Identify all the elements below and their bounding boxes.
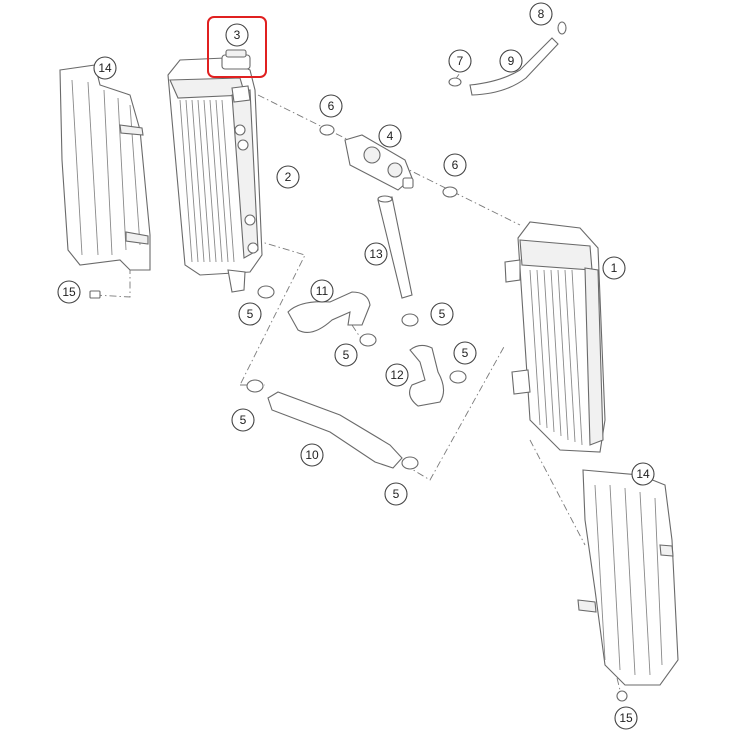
- svg-text:11: 11: [316, 284, 329, 298]
- hose-12: [409, 344, 445, 407]
- svg-text:5: 5: [462, 346, 469, 360]
- screw-15-right: [616, 690, 628, 702]
- svg-text:5: 5: [393, 487, 400, 501]
- clamp-6-left: [319, 124, 335, 136]
- callout-4[interactable]: 4: [378, 124, 402, 148]
- callout-7[interactable]: 7: [448, 49, 472, 73]
- svg-text:15: 15: [619, 711, 633, 725]
- callout-3[interactable]: 3: [225, 23, 249, 47]
- callout-5-b[interactable]: 5: [430, 302, 454, 326]
- svg-text:12: 12: [390, 368, 404, 382]
- callout-10[interactable]: 10: [300, 443, 324, 467]
- callout-8[interactable]: 8: [529, 2, 553, 26]
- svg-text:15: 15: [62, 285, 76, 299]
- svg-text:6: 6: [328, 99, 335, 113]
- callout-6-b[interactable]: 6: [443, 153, 467, 177]
- clamp-6-right: [442, 186, 458, 198]
- callout-5-c[interactable]: 5: [334, 343, 358, 367]
- callout-15-a[interactable]: 15: [57, 280, 81, 304]
- callout-6-a[interactable]: 6: [319, 94, 343, 118]
- tube-13: [377, 195, 413, 299]
- radiator-louver-left: [59, 64, 151, 271]
- callout-12[interactable]: 12: [385, 363, 409, 387]
- hose-10: [267, 391, 403, 469]
- radiator-right: [504, 221, 606, 453]
- hose-9: [469, 37, 559, 96]
- callout-1[interactable]: 1: [602, 256, 626, 280]
- svg-text:14: 14: [98, 61, 112, 75]
- clamps-5: [246, 285, 467, 470]
- highlight-box-part-3: [207, 16, 267, 78]
- radiator-left: [167, 57, 263, 293]
- svg-text:5: 5: [247, 307, 254, 321]
- callout-13[interactable]: 13: [364, 242, 388, 266]
- hose-11: [287, 291, 371, 333]
- callout-11[interactable]: 11: [310, 279, 334, 303]
- radiator-cap: [221, 49, 251, 70]
- svg-text:14: 14: [636, 467, 650, 481]
- screw-15-left: [89, 290, 101, 299]
- svg-text:6: 6: [452, 158, 459, 172]
- callout-14-a[interactable]: 14: [93, 56, 117, 80]
- callout-5-a[interactable]: 5: [238, 302, 262, 326]
- svg-text:5: 5: [439, 307, 446, 321]
- radiator-louver-right: [577, 469, 679, 686]
- callout-5-f[interactable]: 5: [384, 482, 408, 506]
- clip-7: [448, 77, 462, 87]
- callout-5-e[interactable]: 5: [231, 408, 255, 432]
- svg-text:9: 9: [508, 54, 515, 68]
- callout-14-b[interactable]: 14: [631, 462, 655, 486]
- svg-text:1: 1: [611, 261, 618, 275]
- clip-8: [557, 21, 567, 35]
- callout-15-b[interactable]: 15: [614, 706, 638, 730]
- callout-5-d[interactable]: 5: [453, 341, 477, 365]
- callout-2[interactable]: 2: [276, 165, 300, 189]
- svg-text:10: 10: [305, 448, 319, 462]
- svg-text:13: 13: [369, 247, 383, 261]
- svg-text:3: 3: [234, 28, 241, 42]
- svg-text:4: 4: [387, 129, 394, 143]
- svg-text:8: 8: [538, 7, 545, 21]
- svg-text:5: 5: [240, 413, 247, 427]
- callout-9[interactable]: 9: [499, 49, 523, 73]
- svg-text:2: 2: [285, 170, 292, 184]
- svg-text:5: 5: [343, 348, 350, 362]
- connector-4: [344, 134, 414, 191]
- svg-text:7: 7: [457, 54, 464, 68]
